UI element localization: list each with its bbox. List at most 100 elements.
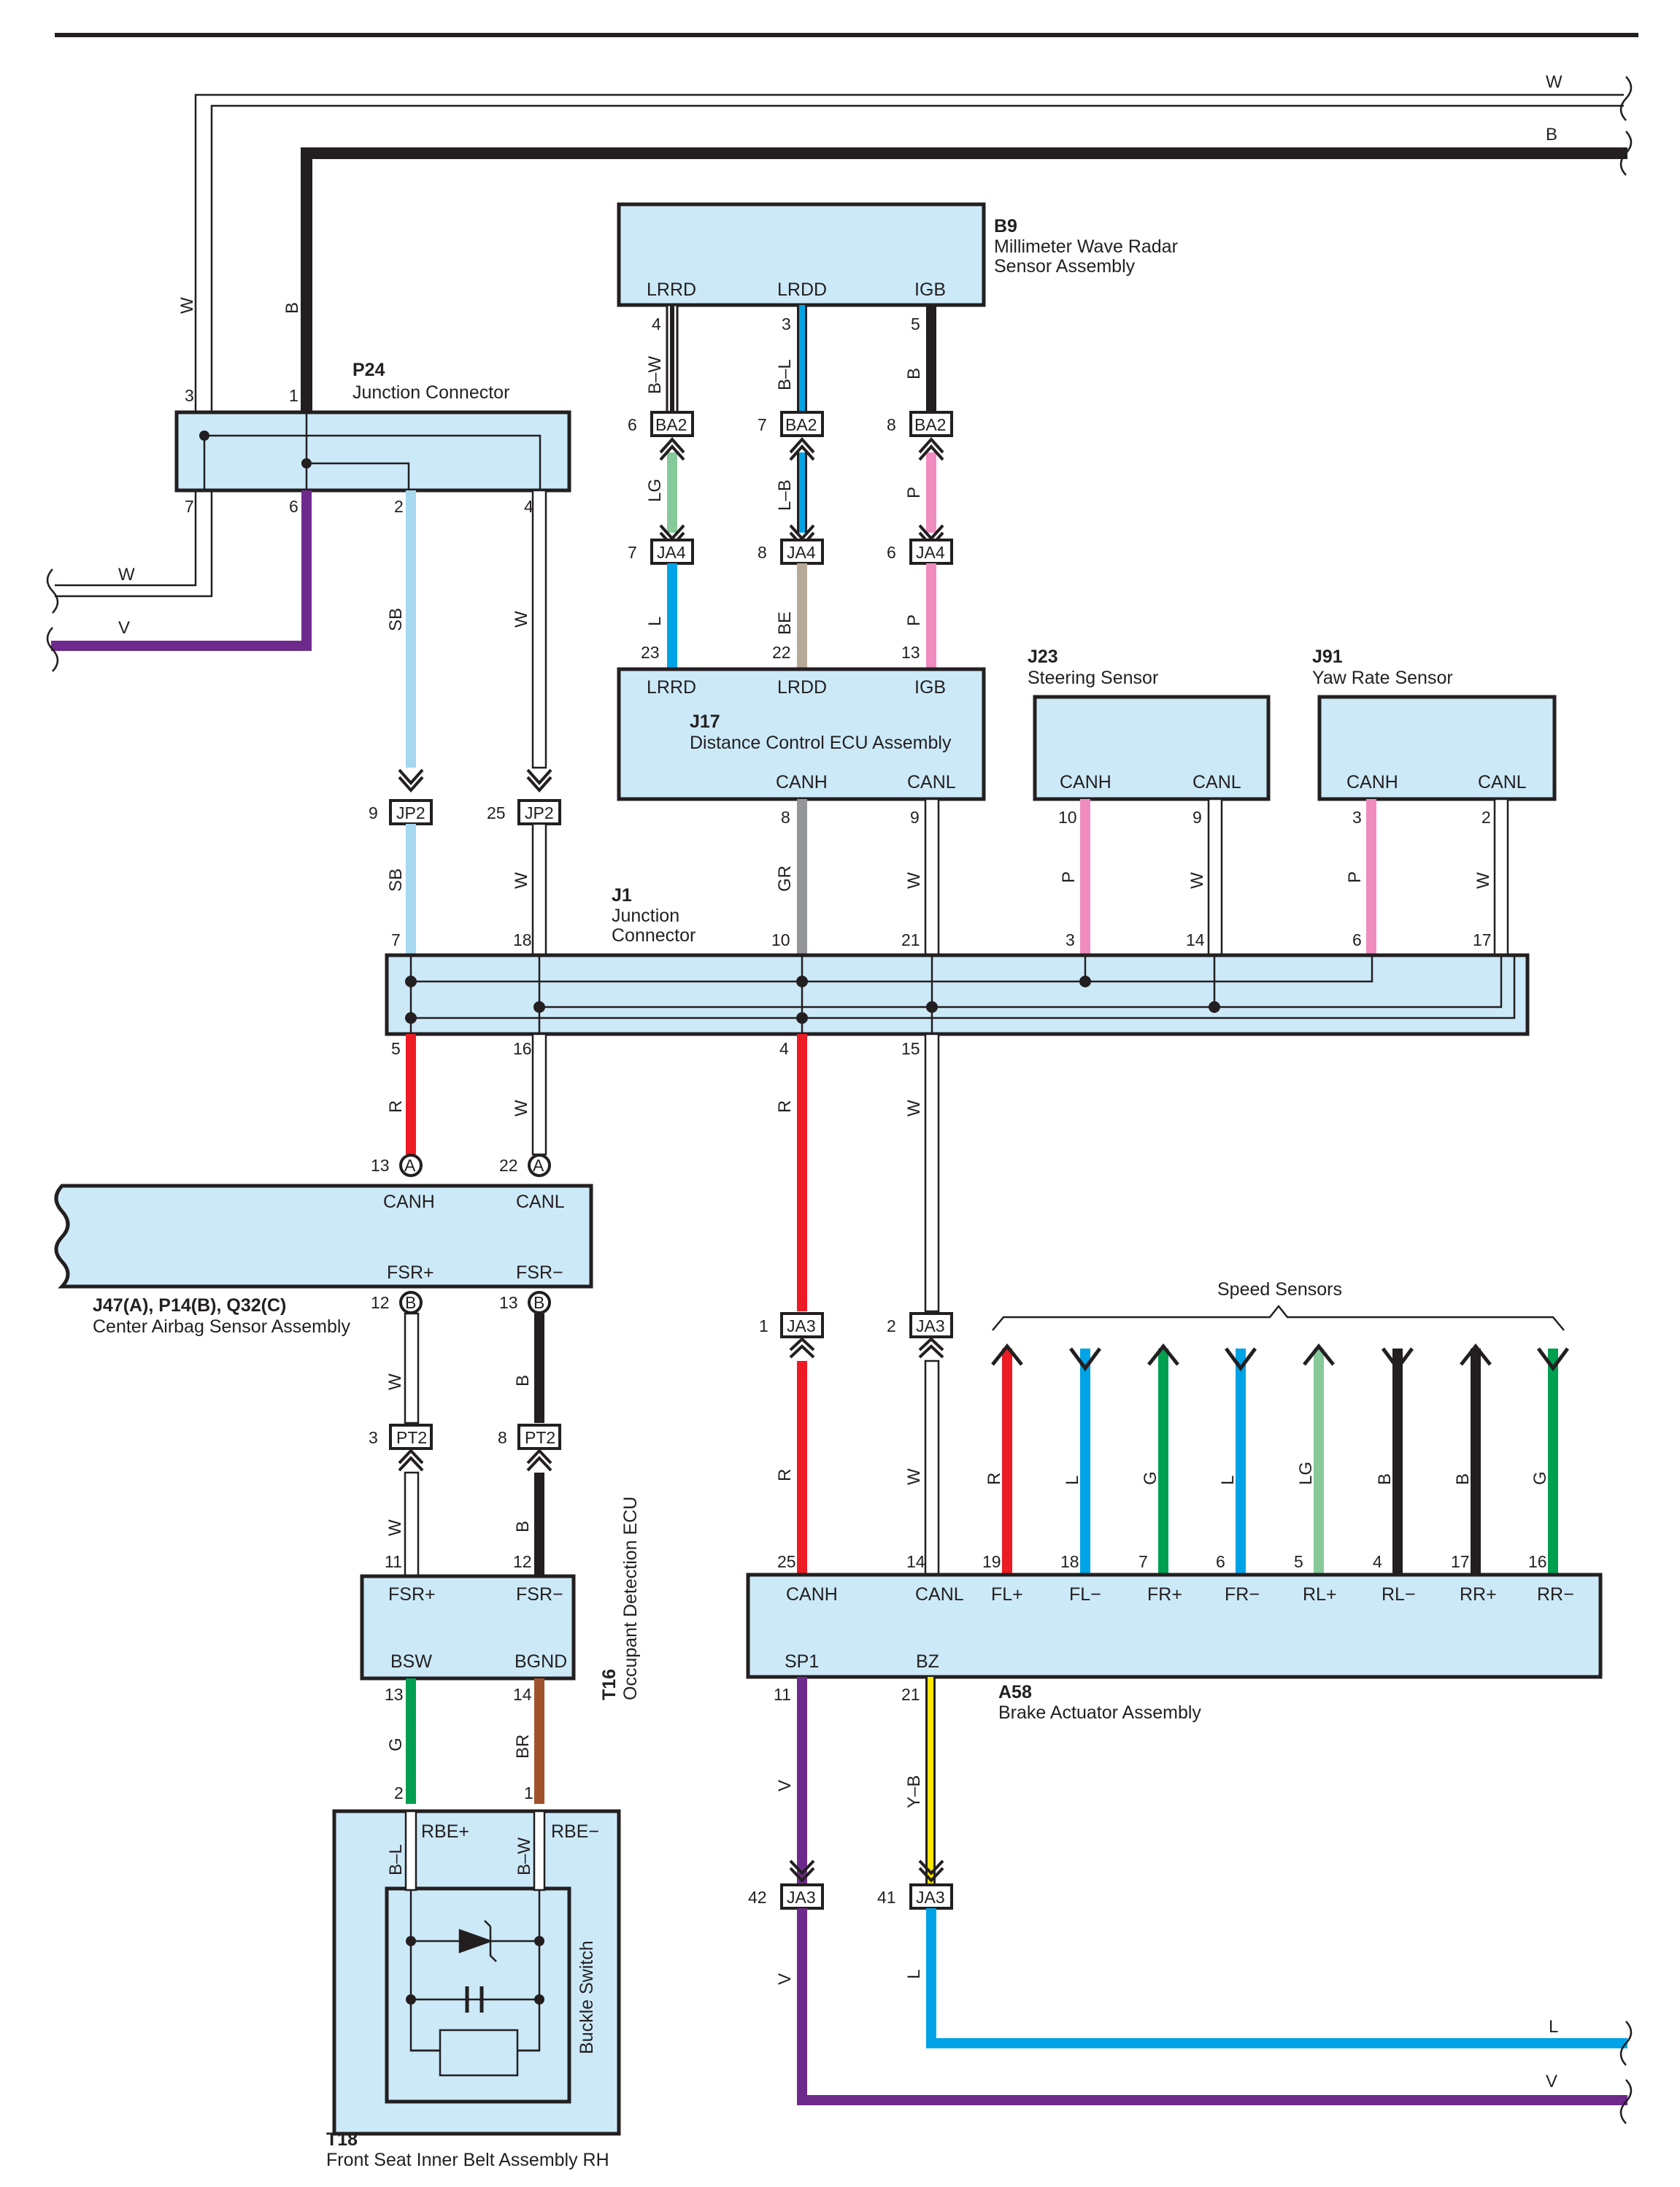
t16-pin-13: 13: [385, 1685, 404, 1704]
wire-label-speed-3: G: [1141, 1471, 1160, 1485]
a58-pin-16: 16: [1528, 1552, 1547, 1571]
speed-sensor-wire-3: G: [1141, 1343, 1179, 1575]
buckle-switch-label: Buckle Switch: [577, 1940, 597, 2054]
wire-label-r-1: R: [386, 1100, 406, 1113]
b9-pin-lrdd: LRDD: [777, 279, 827, 300]
pt2-pin-3: 3: [369, 1428, 378, 1447]
wire-label-r-3: R: [775, 1469, 795, 1481]
j17-id: J17: [690, 711, 720, 732]
wire-label-b-3: B: [513, 1521, 533, 1532]
wire-label-sb-1: SB: [386, 608, 406, 631]
wire-label-w-5: W: [1473, 872, 1493, 889]
j23-pin-9: 9: [1192, 808, 1202, 827]
a58-name: Brake Actuator Assembly: [998, 1702, 1201, 1723]
ja4-pin-8: 8: [758, 543, 767, 562]
wire-label-w-8: W: [385, 1519, 405, 1536]
pt2-label-2: PT2: [525, 1428, 555, 1447]
speed-sensor-wire-5: LG: [1296, 1343, 1335, 1575]
wire-label-left-w: W: [118, 565, 135, 585]
b9-name-1: Millimeter Wave Radar: [994, 236, 1178, 257]
airbag-conn-b-2: B: [533, 1293, 544, 1312]
ja3-pin-1: 1: [759, 1316, 768, 1335]
j1-name-1: Junction: [612, 906, 679, 926]
ba2-connectors: [650, 411, 953, 437]
wire-label-l-ja4: L: [645, 617, 665, 626]
j17-pin-canl: CANL: [907, 772, 956, 792]
wire-label-w-6: W: [512, 1100, 531, 1116]
jp2-pin-9: 9: [369, 803, 378, 822]
j23-steering-sensor: [1033, 695, 1271, 801]
j17-distance-control-ecu: [617, 667, 986, 801]
center-airbag-sensor: [54, 1184, 593, 1289]
wire-label-w-4: W: [1187, 872, 1207, 889]
a58-signal-9: RR+: [1460, 1584, 1497, 1605]
a58-pin-4: 4: [1373, 1552, 1382, 1571]
ba2-pin-6: 6: [628, 415, 637, 434]
j1-junction-connector: [385, 953, 1530, 1036]
a58-pin-21: 21: [901, 1685, 920, 1704]
j1-pin-5: 5: [391, 1039, 401, 1058]
wire-label-b9-b: B: [904, 368, 924, 379]
ja4-label-1: JA4: [657, 543, 686, 562]
wire-label-be: BE: [775, 612, 795, 635]
wire-label-top-b: B: [1546, 125, 1557, 144]
j91-id: J91: [1312, 647, 1343, 667]
p24-name: Junction Connector: [352, 382, 509, 403]
wire-label-p-j91: P: [1345, 871, 1365, 883]
wire-label-v-2: V: [775, 1973, 795, 1985]
b9-pin-igb: IGB: [914, 279, 946, 300]
t16-name: Occupant Detection ECU: [620, 1497, 641, 1700]
jp2-pin-25: 25: [487, 803, 506, 822]
break-mark-bottom: [1619, 2021, 1633, 2124]
t16-pin-fsr-plus: FSR+: [388, 1584, 436, 1605]
airbag-conn-a-2: A: [533, 1156, 544, 1175]
t18-pin-rbe-minus: RBE−: [551, 1821, 599, 1842]
a58-signal-3: FL+: [991, 1584, 1023, 1605]
ja4-pin-6: 6: [887, 543, 896, 562]
jp2-label-1: JP2: [396, 803, 425, 822]
j17-pin-canh: CANH: [776, 772, 828, 792]
a58-pin-5: 5: [1294, 1552, 1303, 1571]
wire-label-p-j23: P: [1059, 871, 1079, 883]
t18-pin-2: 2: [394, 1783, 404, 1802]
j17-pin-8: 8: [781, 808, 790, 827]
t16-pin-bgnd: BGND: [515, 1651, 567, 1672]
airbag-pin-12b: 12: [371, 1293, 390, 1312]
a58-pin-19: 19: [982, 1552, 1001, 1571]
wire-label-p-ba2: P: [904, 487, 924, 498]
ba2-label-1: BA2: [655, 415, 687, 434]
a58-pin-11: 11: [774, 1685, 791, 1704]
p24-junction-connector: [174, 410, 571, 493]
wire-label-w-3: W: [904, 872, 924, 889]
wire-label-l-2: L: [904, 1970, 924, 1979]
ba2-label-3: BA2: [914, 415, 946, 434]
p24-pin-6: 6: [289, 497, 298, 516]
ja4-label-3: JA4: [916, 543, 945, 562]
airbag-pin-fsr-plus: FSR+: [387, 1262, 434, 1283]
wire-label-b9-bl: B–L: [775, 359, 795, 390]
t16-pin-14: 14: [513, 1685, 532, 1704]
wire-label-p24-w: W: [177, 297, 197, 314]
wire-bottom-v: [797, 1908, 1627, 2105]
j17-pin-igb: IGB: [914, 677, 946, 698]
a58-signal-6: FR−: [1225, 1584, 1260, 1605]
wire-top-w: [194, 93, 1624, 412]
p24-pin-4: 4: [524, 497, 533, 516]
b9-id: B9: [994, 216, 1017, 236]
ja4-label-2: JA4: [787, 543, 816, 562]
jp2-chevrons: [398, 768, 552, 793]
j91-pin-2: 2: [1481, 808, 1491, 827]
j1-internal-bus: [409, 955, 1516, 1034]
wire-label-bl-t18: B–L: [386, 1844, 406, 1875]
wire-label-yb: Y–B: [904, 1775, 924, 1808]
a58-signal-10: RR−: [1537, 1584, 1574, 1605]
t16-occupant-detection-ecu: [360, 1574, 576, 1681]
j17-pin-lrrd: LRRD: [647, 677, 696, 698]
j1-pin-16: 16: [513, 1039, 532, 1058]
ba2-label-2: BA2: [785, 415, 817, 434]
j17-name: Distance Control ECU Assembly: [690, 733, 952, 753]
wire-label-br: BR: [513, 1735, 533, 1759]
